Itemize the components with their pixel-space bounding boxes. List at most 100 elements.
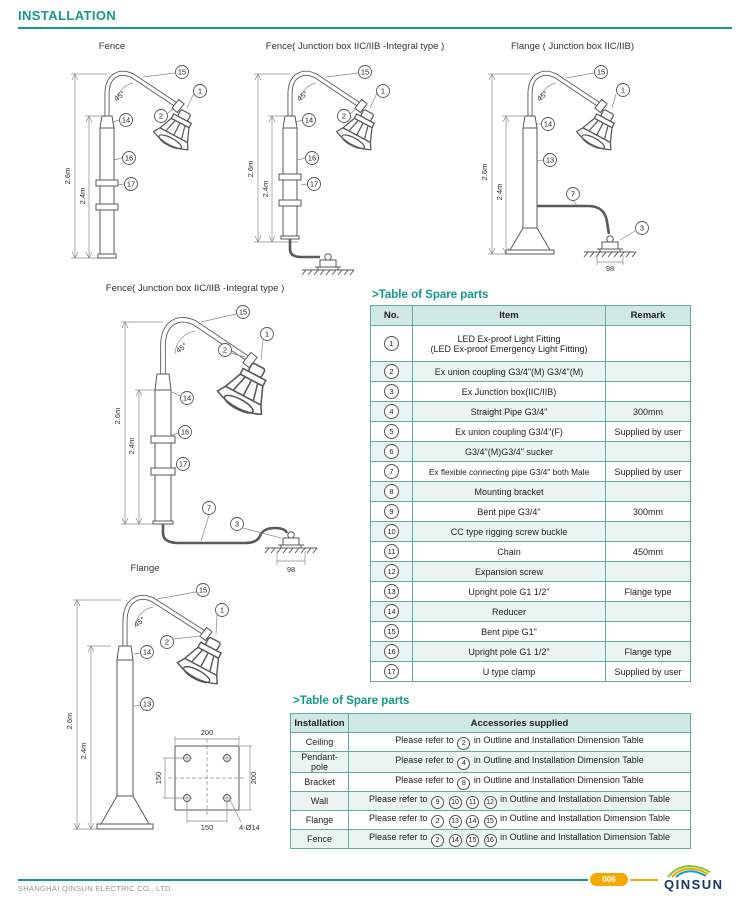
dim-total: 2.6m [113, 408, 122, 425]
callout: 1 [215, 603, 229, 617]
accessories-cell: Please refer to 2 14 15 16 in Outline an… [348, 829, 691, 849]
logo-text: QINSUN [664, 877, 724, 892]
diagram-fence: Fence 2.6m 2.4m 45° 15 1 2 14 16 17 [57, 40, 272, 269]
part-no: 1 [384, 336, 399, 351]
svg-text:1: 1 [265, 330, 269, 339]
svg-text:2: 2 [342, 112, 346, 121]
diagram-title: Fence [98, 41, 126, 52]
remark-cell: 450mm [605, 541, 691, 562]
remark-cell [605, 621, 691, 642]
table-row: 10 CC type rigging screw buckle [370, 521, 691, 542]
angle-label: 45° [535, 89, 549, 103]
ref-number: 8 [457, 776, 471, 790]
dim-pole: 2.4m [79, 743, 88, 760]
item-cell: Ex union coupling G3/4"(M) G3/4"(M) [412, 361, 606, 382]
table-row: 4 Straight Pipe G3/4" 300mm [370, 401, 691, 422]
svg-text:7: 7 [571, 190, 575, 199]
remark-cell [605, 481, 691, 502]
svg-text:14: 14 [122, 116, 130, 125]
u-clamp [278, 199, 302, 207]
fence-drawing: 2.6m 2.4m 45° 15 1 2 14 16 17 [63, 65, 207, 259]
part-no: 8 [384, 484, 399, 499]
callout: 1 [193, 84, 207, 98]
part-no: 13 [384, 584, 399, 599]
svg-text:17: 17 [179, 460, 187, 469]
callout: 15 [236, 305, 250, 319]
company-name: SHANGHAI QINSUN ELECTRIC CO., LTD. [18, 884, 174, 893]
flange-base [100, 795, 150, 825]
header-row: Installation Accessories supplied [290, 713, 691, 733]
diagram-flange-large: Flange 2.6m 2.4m 45° 15 1 2 14 13 [55, 562, 305, 857]
plate-dim-bottom: 150 [201, 823, 214, 832]
callout: 15 [358, 65, 372, 79]
part-no: 14 [384, 604, 399, 619]
installation-cell: Flange [290, 810, 349, 830]
callout: 15 [175, 65, 189, 79]
table-row: 14 Reducer [370, 601, 691, 622]
table-row: Fence Please refer to 2 14 15 16 in Outl… [290, 829, 691, 849]
accessories-cell: Please refer to 9 10 11 12 in Outline an… [348, 791, 691, 811]
part-no: 10 [384, 524, 399, 539]
install-table-panel: Installation Accessories supplied Ceilin… [290, 713, 691, 849]
u-clamp [95, 179, 119, 187]
page-title: INSTALLATION [18, 8, 117, 23]
col-accessories: Accessories supplied [348, 713, 691, 733]
svg-text:3: 3 [640, 224, 644, 233]
diagram-fence-integral-large: Fence( Junction box IIC/IIB -Integral ty… [95, 282, 365, 596]
upright-pole [154, 389, 172, 522]
coupling [199, 626, 213, 642]
angle-label: 45° [132, 615, 146, 629]
remark-cell: Flange type [605, 641, 691, 662]
ref-number: 14 [448, 833, 462, 847]
dim-pole: 2.4m [78, 188, 87, 205]
part-no: 7 [384, 464, 399, 479]
table-row: 5 Ex union coupling G3/4"(F) Supplied by… [370, 421, 691, 442]
installation-cell: Pendant-pole [290, 751, 349, 773]
ref-number: 4 [457, 756, 471, 770]
callout: 17 [124, 177, 138, 191]
dim-pole: 2.4m [127, 438, 136, 455]
dim-total: 2.6m [480, 164, 489, 181]
callout: 16 [305, 151, 319, 165]
remark-cell [605, 325, 691, 362]
mounting-plate-detail: 200 150 150 200 4-Ø14 [154, 728, 260, 832]
svg-text:15: 15 [178, 68, 186, 77]
footer-divider [18, 879, 588, 881]
svg-text:15: 15 [239, 308, 247, 317]
col-installation: Installation [290, 713, 349, 733]
ref-number: 2 [431, 833, 445, 847]
item-cell: Ex Junction box(IIC/IIB) [412, 381, 606, 402]
angle-label: 45° [295, 89, 309, 103]
item-cell: Bent pipe G3/4" [412, 501, 606, 522]
item-cell: CC type rigging screw buckle [412, 521, 606, 542]
upright-pole [522, 127, 538, 229]
dim-total: 2.6m [65, 713, 74, 730]
callout: 16 [122, 151, 136, 165]
svg-text:1: 1 [220, 606, 224, 615]
callout: 13 [543, 153, 557, 167]
diagram-fence-integral: Fence( Junction box IIC/IIB -Integral ty… [240, 40, 470, 287]
svg-text:16: 16 [181, 428, 189, 437]
svg-text:15: 15 [199, 586, 207, 595]
item-cell: Chain [412, 541, 606, 562]
diagram-flange-jbox: Flange ( Junction box IIC/IIB) 2.6m 2.4m… [470, 40, 705, 277]
footer-accent-line [630, 879, 658, 881]
col-no: No. [370, 305, 413, 326]
svg-text:15: 15 [361, 68, 369, 77]
callout: 2 [160, 635, 174, 649]
u-clamp [150, 467, 176, 476]
remark-cell [605, 521, 691, 542]
flexible-pipe [161, 524, 289, 545]
part-no: 12 [384, 564, 399, 579]
callout: 3 [635, 221, 649, 235]
reducer [154, 373, 172, 391]
part-no: 17 [384, 664, 399, 679]
svg-text:15: 15 [597, 68, 605, 77]
item-cell: Mounting bracket [412, 481, 606, 502]
remark-cell [605, 361, 691, 382]
ref-number: 2 [457, 736, 471, 750]
dim-pole: 2.4m [261, 181, 270, 198]
u-clamp [278, 173, 302, 181]
qinsun-logo: QINSUN [664, 864, 746, 896]
svg-text:7: 7 [207, 504, 211, 513]
